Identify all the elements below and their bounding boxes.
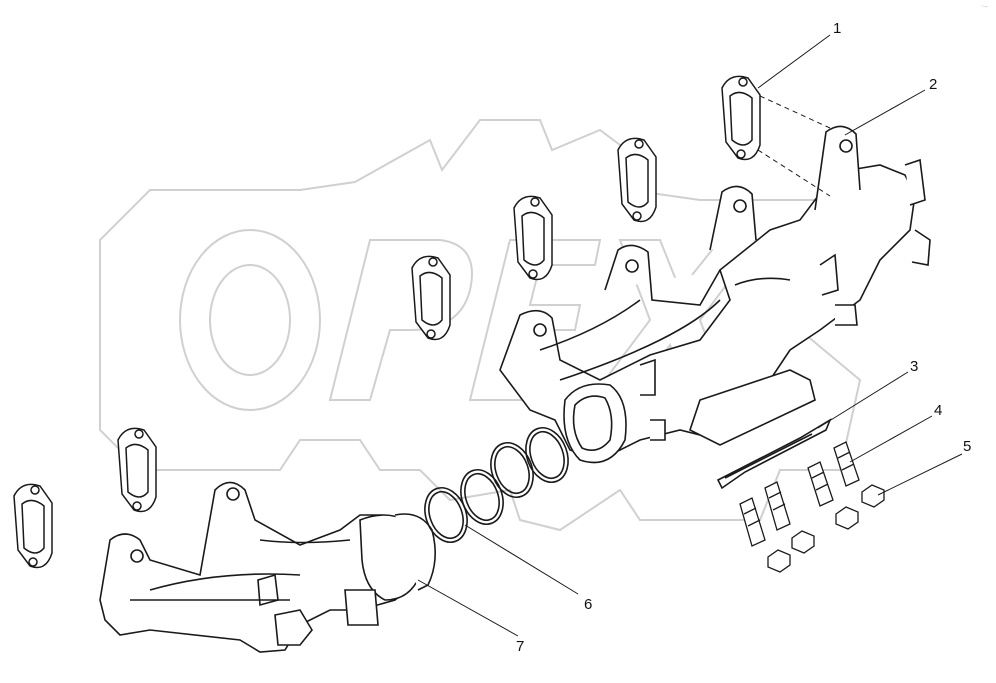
callout-7: 7 xyxy=(516,638,524,655)
flange-gasket xyxy=(716,418,832,490)
watermark-letter-p xyxy=(328,239,473,401)
stud xyxy=(764,481,791,531)
nut xyxy=(835,506,859,530)
callout-labels: 1 2 3 4 5 6 7 xyxy=(516,20,971,655)
exhaust-gasket xyxy=(513,195,553,281)
o-ring-set xyxy=(424,427,569,543)
alignment-lines xyxy=(757,95,831,197)
o-ring xyxy=(490,442,534,498)
corner-mark: ·– xyxy=(981,2,988,11)
callout-4: 4 xyxy=(934,402,942,419)
exhaust-gasket xyxy=(721,75,761,161)
callout-1: 1 xyxy=(833,20,841,37)
watermark-gear xyxy=(99,119,862,532)
stud xyxy=(739,497,766,547)
exhaust-manifold-front-section xyxy=(99,481,436,653)
callout-3: 3 xyxy=(910,358,918,375)
callout-6: 6 xyxy=(584,596,592,613)
gasket-group-lower xyxy=(13,427,157,569)
exhaust-gasket xyxy=(617,137,657,223)
exhaust-manifold-rear-section xyxy=(499,125,931,464)
callout-5: 5 xyxy=(963,438,971,455)
stud xyxy=(807,461,834,507)
callout-2: 2 xyxy=(929,76,937,93)
nut-set xyxy=(767,484,885,573)
nut xyxy=(767,549,791,573)
exhaust-gasket xyxy=(117,427,157,513)
stud xyxy=(833,441,860,487)
o-ring xyxy=(525,427,569,483)
nut xyxy=(861,484,885,508)
exhaust-gasket xyxy=(411,255,451,341)
exhaust-gasket xyxy=(13,483,53,569)
nut xyxy=(791,530,815,554)
watermark-letter-o xyxy=(179,229,321,411)
callout-leaders xyxy=(417,34,963,637)
stud-set xyxy=(739,441,860,547)
gasket-group-upper xyxy=(411,75,761,341)
